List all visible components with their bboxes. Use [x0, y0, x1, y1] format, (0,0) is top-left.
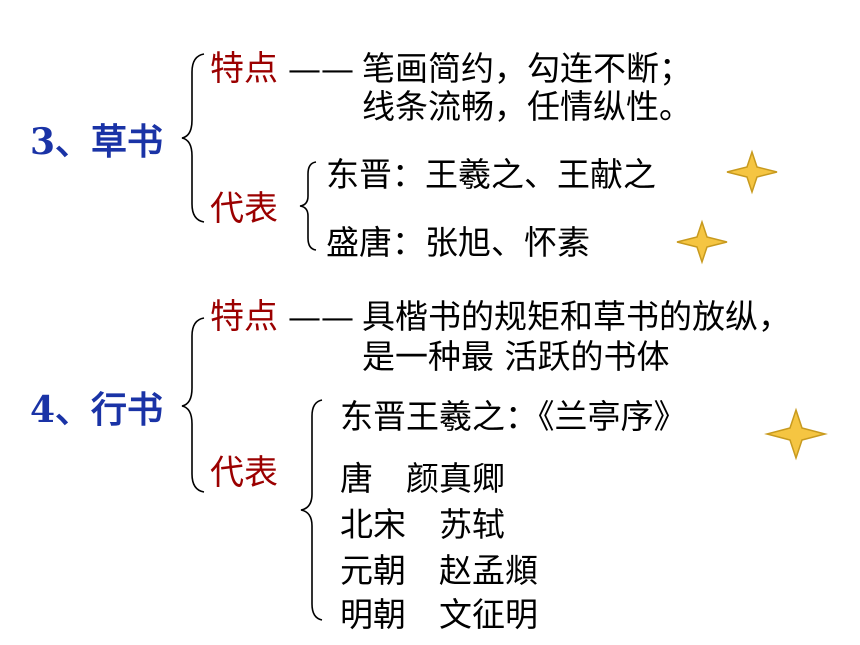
rep-brace-cursive [299, 161, 317, 251]
feature-line-cursive-2: 线条流畅，任情纵性。 [362, 87, 692, 126]
feature-dash-cursive: —— [288, 49, 354, 88]
section-heading-running: 4、行书 [30, 389, 164, 431]
feature-label-cursive: 特点 [210, 49, 278, 89]
rep-item-running-1: 东晋王羲之：《兰亭序》 [340, 397, 687, 436]
feature-dash-running: —— [288, 297, 354, 336]
four-point-star-icon [676, 219, 728, 265]
feature-line-running-2: 是一种最 活跃的书体 [362, 337, 670, 376]
feature-line-running-1: 具楷书的规矩和草书的放纵， [362, 297, 791, 336]
rep-item-cursive-2: 盛唐：张旭、怀素 [326, 223, 590, 262]
feature-line-cursive-1: 笔画简约，勾连不断； [362, 49, 692, 88]
rep-item-running-4: 元朝 赵孟頫 [340, 551, 538, 590]
four-point-star-icon [726, 149, 778, 195]
rep-item-running-5: 明朝 文征明 [340, 595, 538, 634]
rep-brace-running [300, 399, 323, 621]
four-point-star-icon [764, 407, 828, 461]
section-heading-cursive: 3、草书 [30, 121, 164, 163]
rep-label-running: 代表 [210, 453, 278, 493]
main-brace-cursive [181, 53, 205, 223]
rep-item-running-2: 唐 颜真卿 [340, 459, 505, 498]
main-brace-running [181, 317, 205, 493]
rep-item-running-3: 北宋 苏轼 [340, 505, 505, 544]
feature-label-running: 特点 [210, 297, 278, 337]
rep-label-cursive: 代表 [210, 189, 278, 229]
rep-item-cursive-1: 东晋：王羲之、王献之 [326, 155, 656, 194]
